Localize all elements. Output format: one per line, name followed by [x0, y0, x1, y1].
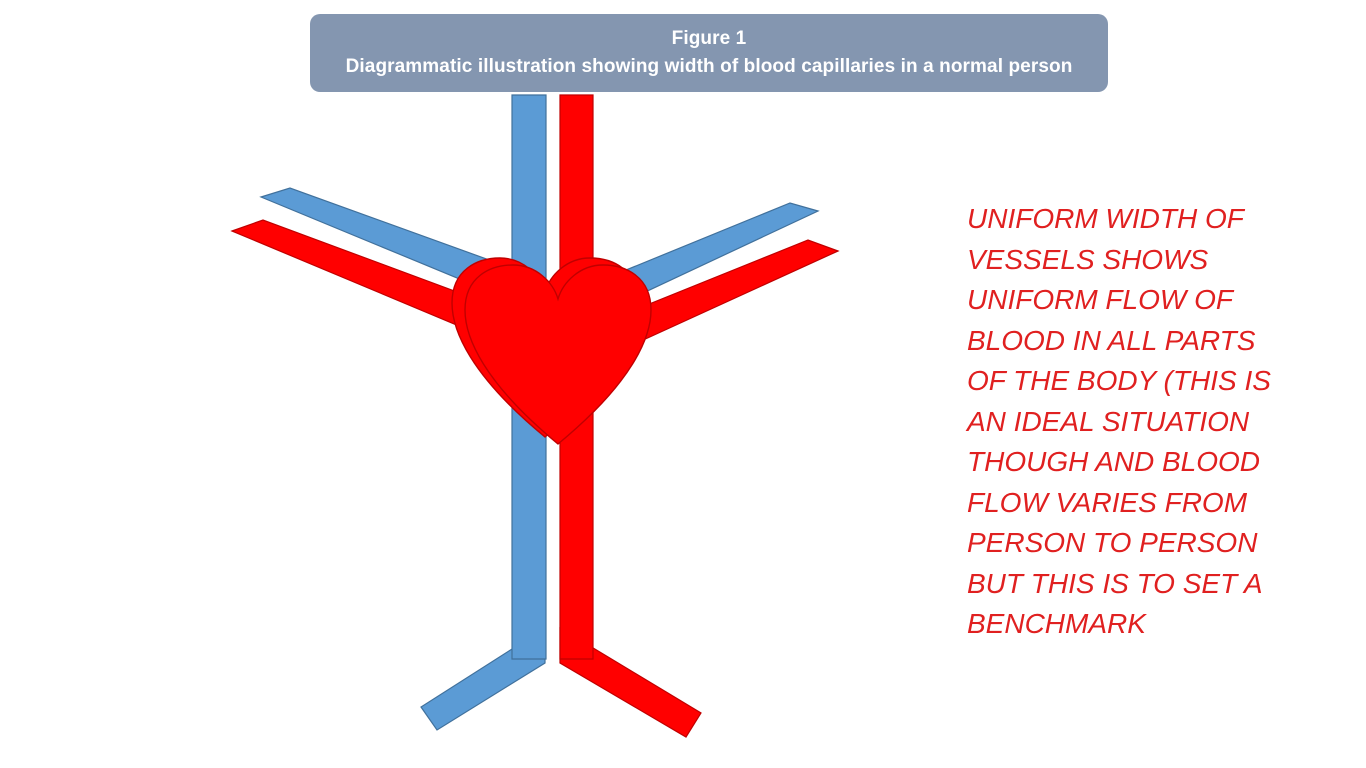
figure-caption-label: Diagrammatic illustration showing width …: [345, 56, 1073, 77]
figure-number-label: Figure 1: [671, 28, 747, 49]
annotation-text: UNIFORM WIDTH OF VESSELS SHOWS UNIFORM F…: [967, 203, 1271, 639]
figure-title-banner: Figure 1 Diagrammatic illustration showi…: [310, 14, 1108, 92]
heart-shape-front: [464, 264, 652, 445]
